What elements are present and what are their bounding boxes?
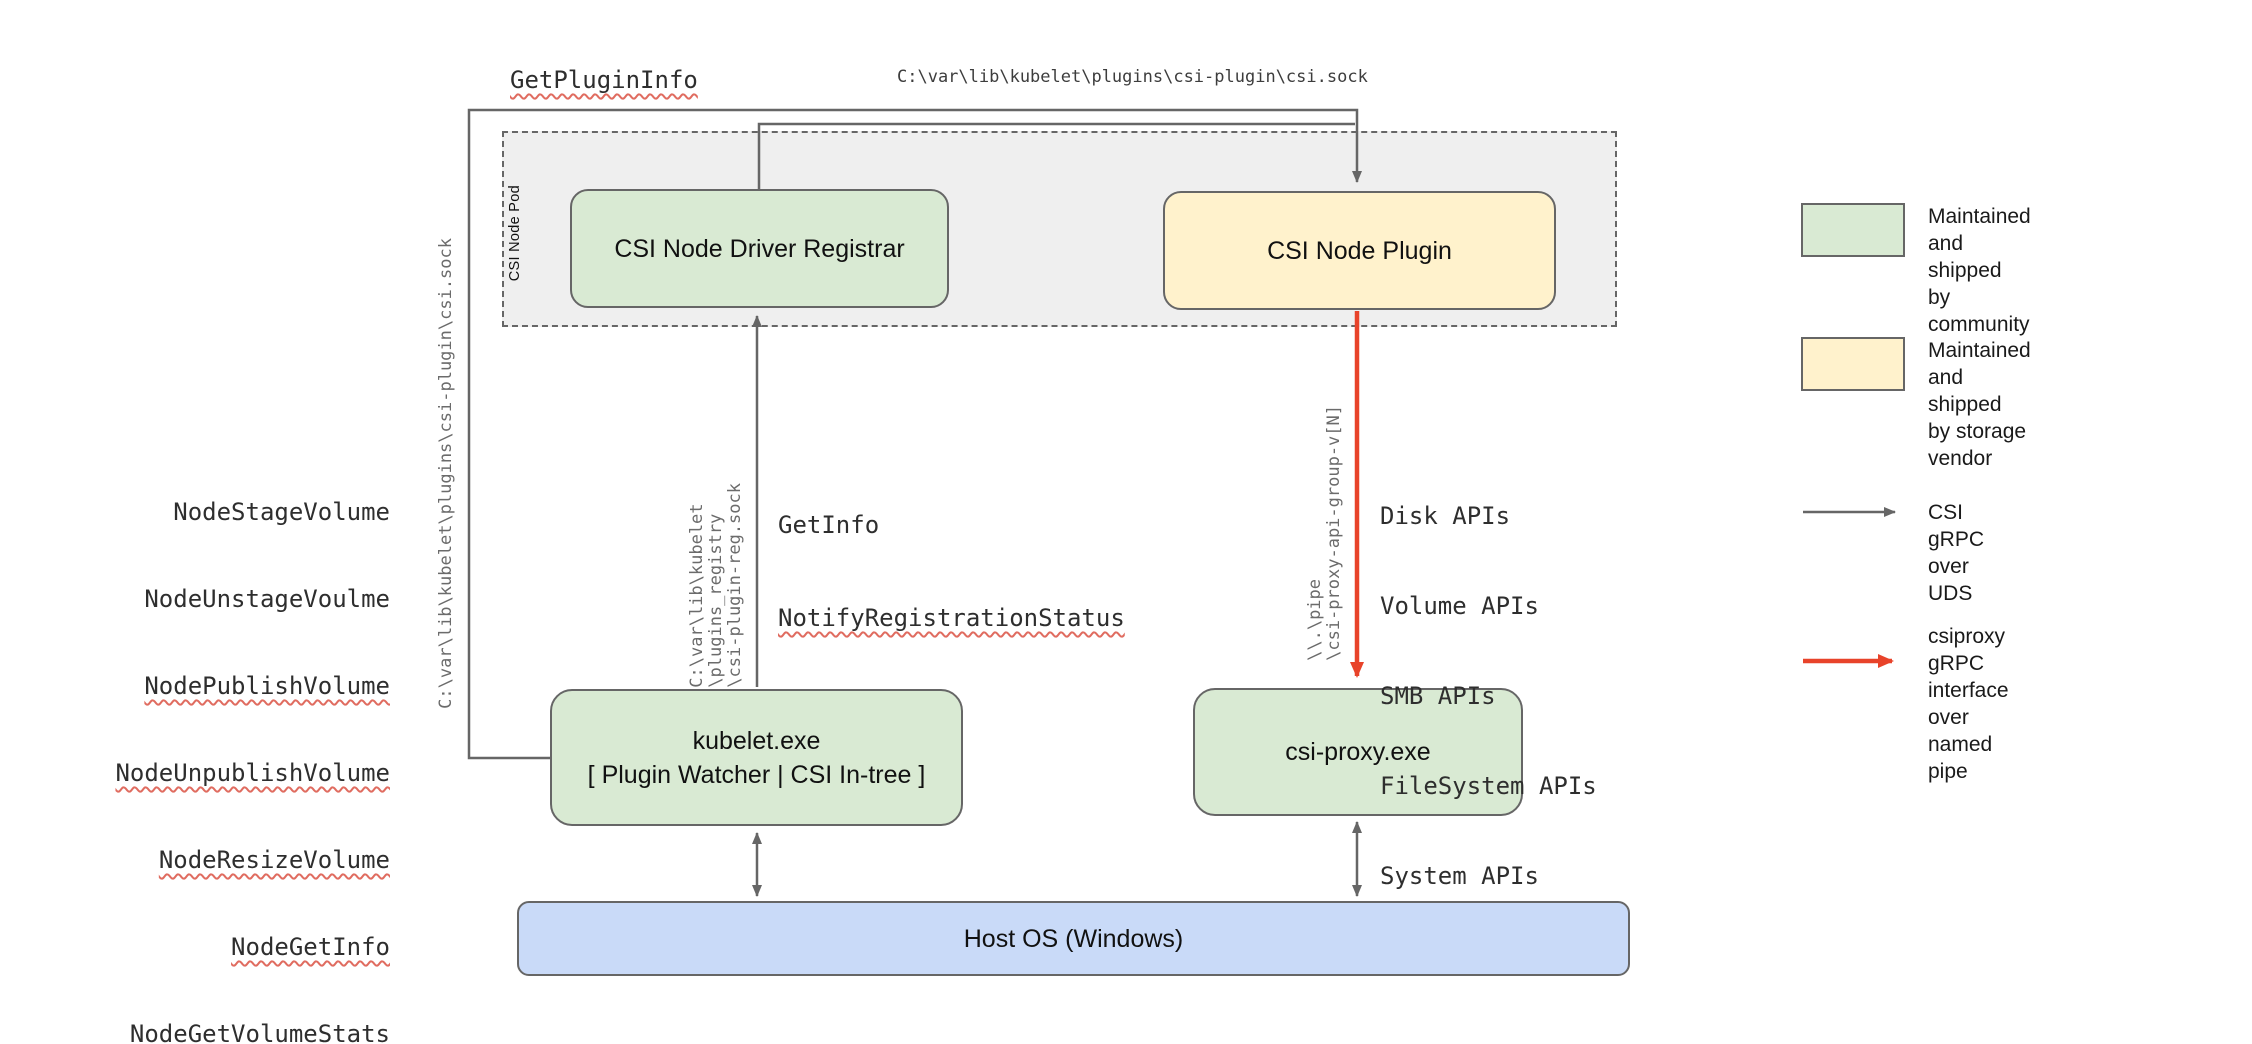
node-csi-call-item: NodeStageVolume <box>173 498 390 526</box>
csi-node-driver-registrar-box: CSI Node Driver Registrar <box>570 189 949 308</box>
registration-calls-block: GetInfo NotifyRegistrationStatus <box>778 448 1125 696</box>
proxy-api-groups-list: Disk APIs Volume APIs SMB APIs FileSyste… <box>1380 441 1597 951</box>
get-plugin-info-label: GetPluginInfo <box>510 66 698 94</box>
proxy-api-group-item: Volume APIs <box>1380 592 1539 620</box>
named-pipe-arrow-icon <box>1803 654 1894 668</box>
kubelet-title: kubelet.exe <box>692 726 821 755</box>
legend-vendor-label: Maintained and shipped by storage vendor <box>1928 339 2031 470</box>
csi-node-plugin-label: CSI Node Plugin <box>1267 236 1452 265</box>
kubelet-subtitle: [ Plugin Watcher | CSI In-tree ] <box>587 760 926 789</box>
uds-arrow-icon <box>1803 507 1896 517</box>
node-csi-call-item: NodeGetVolumeStats <box>129 1020 390 1044</box>
node-csi-call-item: NodeGetInfo <box>231 933 390 961</box>
node-csi-call-item: NodeUnpublishVolume <box>115 759 390 787</box>
node-csi-call-item: NodeResizeVolume <box>158 846 390 874</box>
legend: Maintained and shipped by community Main… <box>1800 203 2240 783</box>
csi-sock-path-top-label: C:\var\lib\kubelet\plugins\csi-plugin\cs… <box>897 67 1368 87</box>
notify-registration-status-label: NotifyRegistrationStatus <box>778 604 1125 632</box>
csi-node-plugin-box: CSI Node Plugin <box>1163 191 1556 310</box>
csi-sock-path-left-label: C:\var\lib\kubelet\plugins\csi-plugin\cs… <box>436 238 456 709</box>
legend-community-label: Maintained and shipped by community <box>1928 205 2031 336</box>
csi-node-pod-label: CSI Node Pod <box>507 185 523 282</box>
host-os-label: Host OS (Windows) <box>963 924 1184 953</box>
get-info-label: GetInfo <box>778 511 880 539</box>
proxy-api-group-item: FileSystem APIs <box>1380 772 1597 800</box>
node-csi-call-item: NodePublishVolume <box>144 672 390 700</box>
plugin-registration-socket-label: C:\var\lib\kubelet \plugins_registry \cs… <box>687 483 745 688</box>
proxy-api-group-item: SMB APIs <box>1380 682 1496 710</box>
legend-uds-label: CSI gRPC over UDS <box>1928 501 1985 605</box>
proxy-api-group-item: Disk APIs <box>1380 502 1511 530</box>
named-pipe-path-label: \\.\pipe \csi-proxy-api-group-v[N] <box>1305 405 1344 661</box>
proxy-api-group-item: System APIs <box>1380 862 1539 890</box>
csi-node-driver-registrar-label: CSI Node Driver Registrar <box>614 234 905 263</box>
legend-named-pipe-label: csiproxy gRPC interface over named pipe <box>1928 625 2009 783</box>
host-os-box: Host OS (Windows) <box>517 901 1630 976</box>
node-csi-call-item: NodeUnstageVoulme <box>144 585 390 613</box>
legend-vendor-swatch <box>1801 337 1905 391</box>
kubelet-box: kubelet.exe [ Plugin Watcher | CSI In-tr… <box>550 689 963 826</box>
legend-community-swatch <box>1801 203 1905 257</box>
node-csi-calls-list: NodeStageVolume NodeUnstageVoulme NodePu… <box>80 440 390 1044</box>
